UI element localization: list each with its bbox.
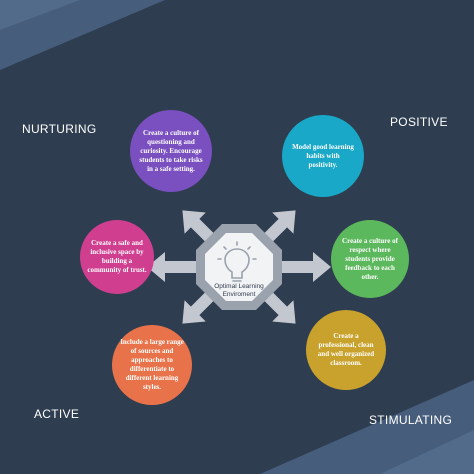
bg-shape-top-left [0,0,165,70]
bubble-curiosity: Create a culture of questioning and curi… [130,110,212,192]
label-stimulating: STIMULATING [369,413,453,427]
bubble-sources-text: Include a large range of sources and app… [120,338,184,391]
bubble-safe: Create a safe and inclusive space by bui… [80,220,154,294]
hub-title: Optimal Learning Enviroment [214,283,264,298]
hub-octagon-inner [205,233,273,301]
bubble-organized-text: Create a professional, clean and well or… [317,332,375,367]
bubble-model: Model good learning habits with positivi… [282,115,364,197]
label-active: ACTIVE [34,407,80,421]
bg-shape-bottom-right-light [380,430,474,474]
bg-shape-top-left-light [0,0,80,30]
bubble-respect-text: Create a culture of respect where studen… [342,236,398,281]
bubble-model-text: Model good learning habits with positivi… [292,142,354,169]
bubble-respect: Create a culture of respect where studen… [331,220,409,298]
bubble-curiosity-text: Create a culture of questioning and curi… [139,128,203,173]
lightbulb-icon [217,241,257,282]
label-positive: POSITIVE [390,115,448,129]
bubble-sources: Include a large range of sources and app… [112,325,192,405]
bubble-safe-text: Create a safe and inclusive space by bui… [87,239,147,274]
bubble-organized: Create a professional, clean and well or… [306,310,386,390]
bg-shape-bottom-right [260,380,474,474]
label-nurturing: NURTURING [22,122,97,136]
